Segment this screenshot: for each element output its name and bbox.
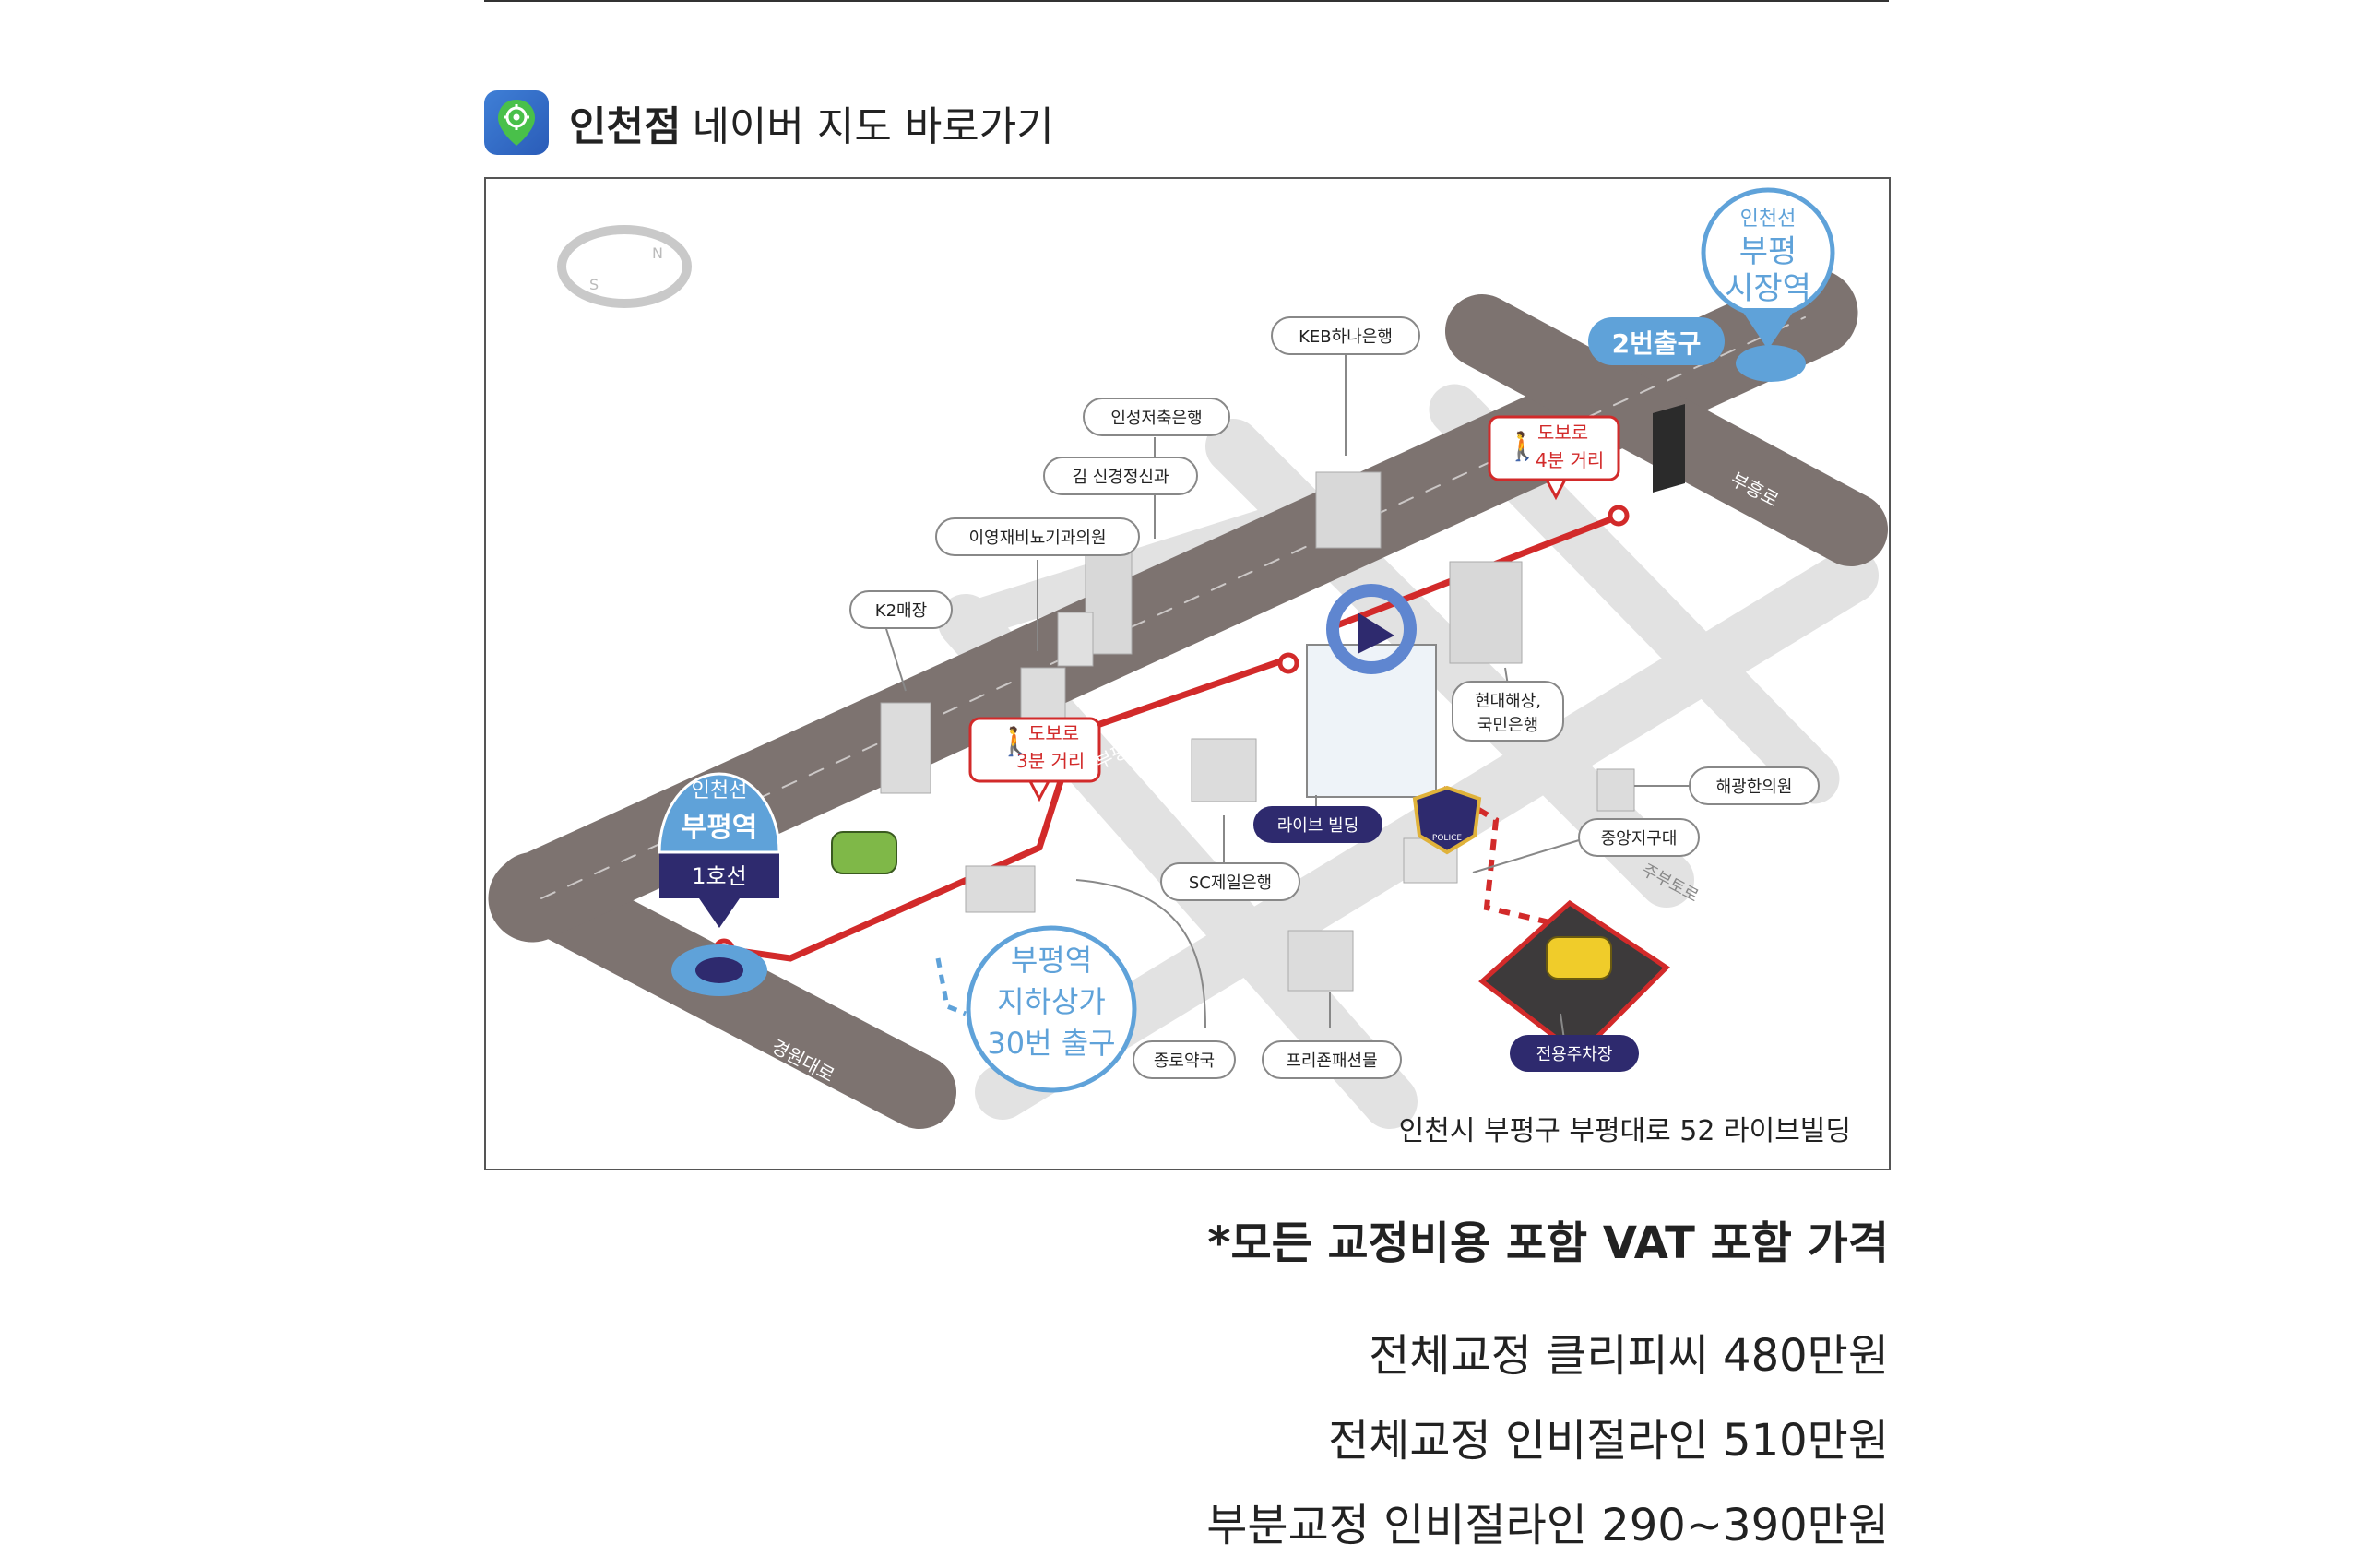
car-icon	[831, 831, 897, 874]
label-hyundai-1: 현대해상,	[1475, 692, 1541, 711]
compass-icon: N S	[557, 225, 692, 308]
walk-b-line2: 4분 거리	[1536, 449, 1604, 471]
label-haegwang: 해광한의원	[1716, 778, 1793, 797]
price-line: 전체교정 인비절라인 510만원	[1328, 1415, 1889, 1467]
parking-lot	[1478, 899, 1670, 1059]
walk-callout-4min: 🚶 도보로 4분 거리	[1488, 415, 1620, 501]
main-station-sub: 1호선	[692, 863, 746, 889]
market-station-name1: 부평	[1739, 233, 1797, 270]
pricing-note: *모든 교정비용 포함 VAT 포함 가격	[1207, 1218, 1889, 1269]
label-keb: KEB하나은행	[1299, 327, 1393, 347]
main-station-line: 인천선	[692, 779, 748, 802]
price-line: 부분교정 인비절라인 290~390만원	[1206, 1500, 1889, 1551]
label-live: 라이브 빌딩	[1277, 816, 1359, 836]
station-main-pin: 인천선 부평역 1호선	[658, 772, 781, 996]
police-badge-text: POLICE	[1432, 834, 1462, 843]
svg-text:N: N	[652, 244, 663, 262]
market-station-exit: 2번출구	[1612, 328, 1702, 359]
label-isung: 인성저축은행	[1110, 409, 1202, 428]
svg-text:S: S	[589, 276, 599, 293]
walk-icon: 🚶	[998, 725, 1032, 758]
buildings	[880, 404, 1685, 992]
walk-b-line1: 도보로	[1537, 422, 1588, 444]
branch-name: 인천점	[569, 103, 682, 150]
label-police: 중앙지구대	[1601, 829, 1678, 849]
label-lee: 이영재비뇨기과의원	[968, 529, 1106, 548]
market-station-name2: 시장역	[1725, 270, 1811, 307]
label-k2: K2매장	[875, 601, 927, 621]
underground-exit-bubble: 부평역 지하상가 30번 출구	[966, 879, 1206, 1093]
label-jongro: 종로약국	[1154, 1051, 1215, 1071]
label-sc: SC제일은행	[1189, 873, 1272, 893]
map-address: 인천시 부평구 부평대로 52 라이브빌딩	[1399, 1115, 1851, 1147]
police-badge-icon: POLICE	[1412, 785, 1482, 855]
top-divider	[484, 0, 1889, 2]
label-parking: 전용주차장	[1536, 1045, 1613, 1064]
label-kim: 김 신경정신과	[1072, 468, 1169, 487]
walk-callout-3min: 🚶 도보로 3분 거리	[968, 717, 1101, 802]
underground-line1: 부평역	[1011, 943, 1092, 978]
location-map: N S	[484, 177, 1891, 1170]
map-pin-icon	[484, 90, 549, 155]
live-building	[1306, 584, 1437, 798]
station-market-pin: 인천선 부평 시장역 2번출구	[1588, 187, 1835, 382]
underground-line3: 30번 출구	[987, 1026, 1115, 1061]
label-hyundai-2: 국민은행	[1477, 716, 1538, 735]
underground-line2: 지하상가	[997, 984, 1106, 1019]
walk-a-line2: 3분 거리	[1016, 750, 1085, 772]
walk-a-line1: 도보로	[1028, 722, 1079, 744]
link-text: 네이버 지도 바로가기	[692, 103, 1054, 150]
label-premium: 프리죤패션몰	[1286, 1051, 1377, 1071]
main-station-name: 부평역	[682, 812, 758, 844]
walk-icon: 🚶	[1505, 430, 1539, 463]
price-line: 전체교정 클리피씨 480만원	[1369, 1330, 1889, 1382]
market-station-line: 인천선	[1740, 208, 1797, 231]
